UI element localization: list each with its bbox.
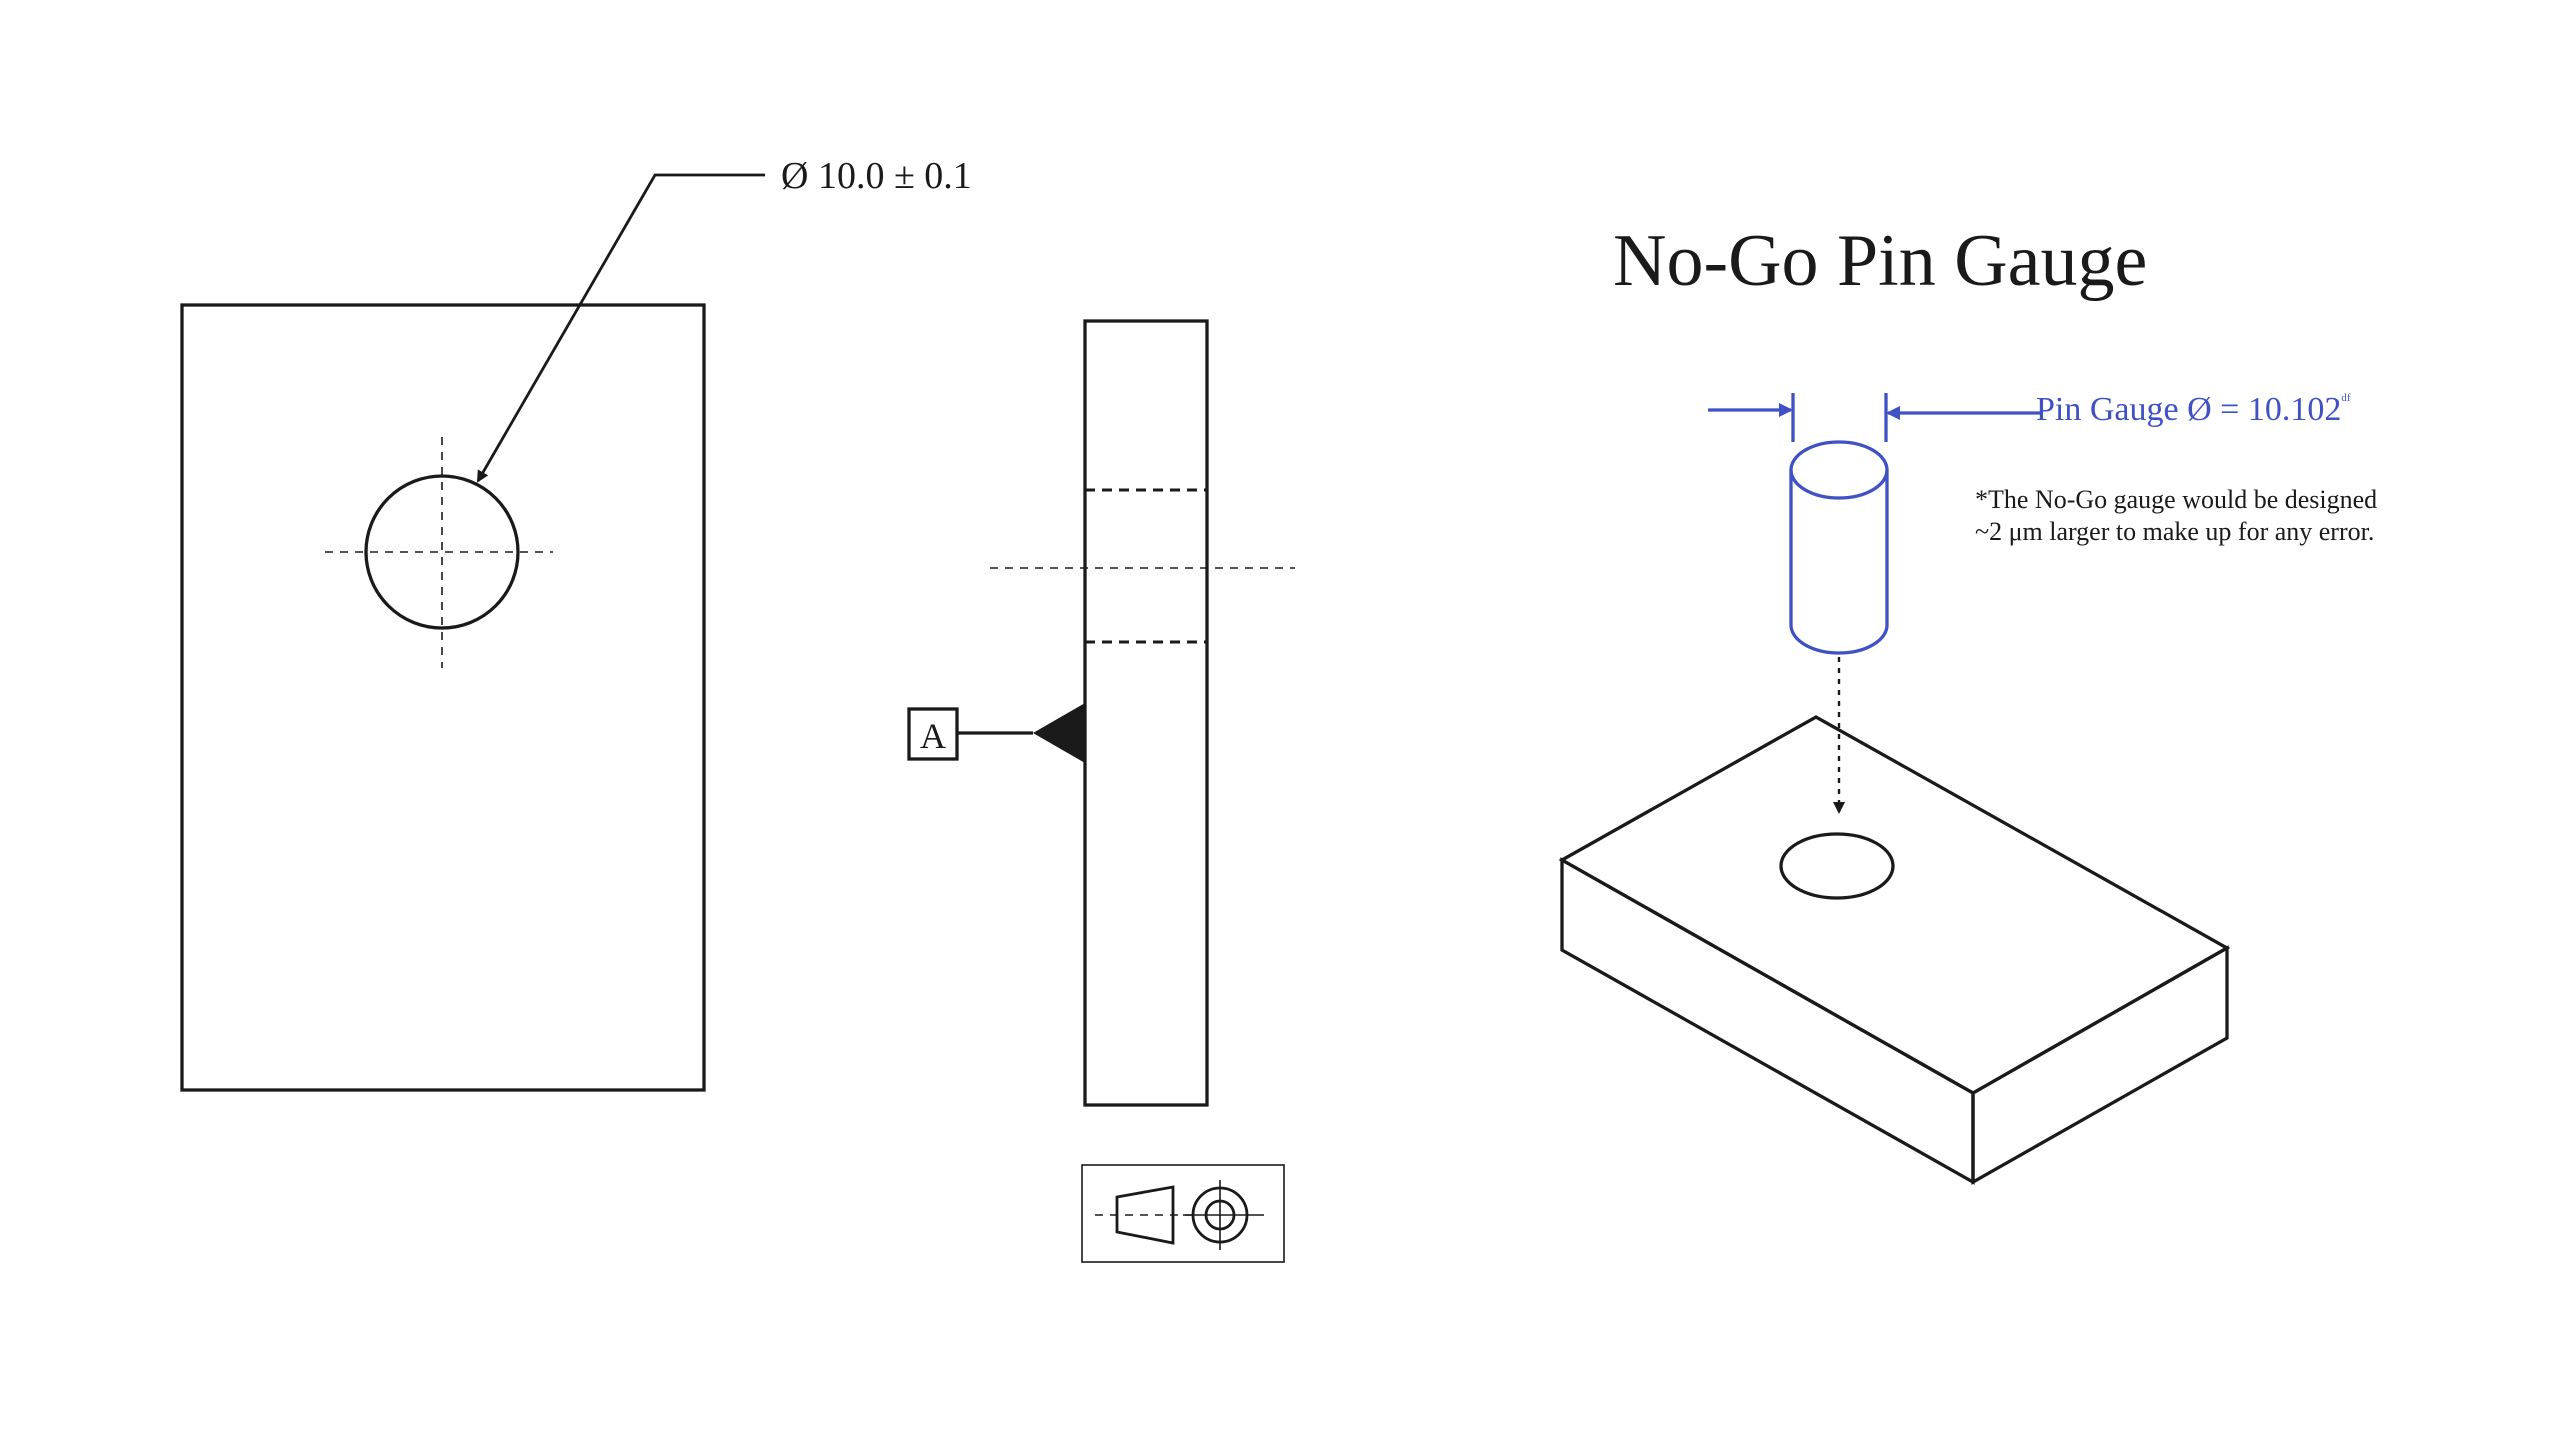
hole-circle xyxy=(364,474,520,630)
side-view-outline xyxy=(1083,319,1209,1107)
side-view xyxy=(990,319,1295,1107)
pin-gauge-dimension: Pin Gauge Ø = 10.102ᵈᶠ xyxy=(1708,390,2351,442)
pin-gauge-cylinder xyxy=(1789,440,1889,655)
pin-gauge-label-main: Pin Gauge Ø = 10.102 xyxy=(2036,391,2341,428)
datum-triangle-icon xyxy=(1033,703,1085,763)
leader-line xyxy=(476,173,765,483)
projection-symbol-box xyxy=(1081,1164,1285,1263)
cylinder-body xyxy=(1789,470,1889,655)
design-note: *The No-Go gauge would be designed ~2 μm… xyxy=(1975,485,2377,546)
block-top-face xyxy=(1558,715,2231,1095)
dimension-leader: Ø 10.0 ± 0.1 xyxy=(476,155,972,483)
diagram-title: No-Go Pin Gauge xyxy=(1613,220,2147,302)
pin-gauge-label: Pin Gauge Ø = 10.102ᵈᶠ xyxy=(2036,390,2351,428)
isometric-block xyxy=(1558,715,2231,1185)
block-hole xyxy=(1779,832,1895,900)
note-line-1: *The No-Go gauge would be designed xyxy=(1975,485,2377,514)
projection-symbol-frame xyxy=(1081,1164,1285,1263)
block-left-face xyxy=(1560,857,1975,1185)
cylinder-top-ellipse xyxy=(1789,440,1889,500)
datum-label: A xyxy=(920,716,946,756)
note-line-2: ~2 μm larger to make up for any error. xyxy=(1975,517,2374,546)
dimension-callout-text: Ø 10.0 ± 0.1 xyxy=(781,155,972,197)
front-view-outline xyxy=(180,303,706,1092)
datum-feature-symbol: A xyxy=(907,703,1085,763)
truncated-cone-icon xyxy=(1115,1185,1175,1245)
block-right-face xyxy=(1971,945,2229,1185)
front-view xyxy=(180,303,706,1092)
pin-gauge-label-superscript: ᵈᶠ xyxy=(2341,390,2351,410)
